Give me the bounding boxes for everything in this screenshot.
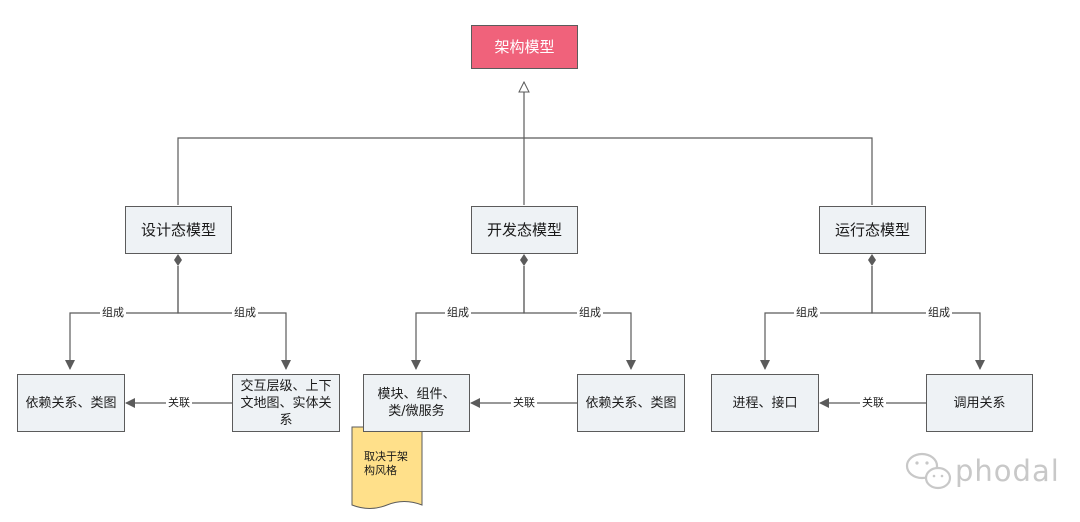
node-design-dependency[interactable]: 依赖关系、类图	[17, 374, 125, 432]
node-design-context[interactable]: 交互层级、上下文地图、实体关系	[232, 374, 340, 432]
inherit-edge-design	[177, 137, 524, 205]
node-dev-module[interactable]: 模块、组件、类/微服务	[363, 374, 470, 432]
node-run-call[interactable]: 调用关系	[926, 374, 1033, 432]
node-run-process[interactable]: 进程、接口	[711, 374, 819, 432]
edge-label-assoc: 关联	[511, 396, 537, 410]
root-node-architecture-model[interactable]: 架构模型	[471, 25, 578, 69]
note-shape	[351, 426, 423, 509]
design-diamond	[174, 254, 182, 266]
edge-label-compose: 组成	[445, 306, 471, 320]
runtime-diamond	[868, 254, 876, 266]
node-dev-model[interactable]: 开发态模型	[471, 206, 578, 254]
edge-label-compose: 组成	[794, 306, 820, 320]
node-runtime-model[interactable]: 运行态模型	[819, 206, 926, 254]
edge-label-compose: 组成	[100, 306, 126, 320]
node-design-model[interactable]: 设计态模型	[125, 206, 232, 254]
inherit-edge-runtime	[524, 137, 873, 205]
watermark-text: phodal	[955, 454, 1060, 488]
edge-label-compose: 组成	[926, 306, 952, 320]
edge-label-compose: 组成	[577, 306, 603, 320]
edge-label-compose: 组成	[232, 306, 258, 320]
node-dev-dependency[interactable]: 依赖关系、类图	[577, 374, 685, 432]
edge-label-assoc: 关联	[166, 396, 192, 410]
edge-label-assoc: 关联	[860, 396, 886, 410]
note-text: 取决于架构风格	[364, 450, 408, 477]
dev-diamond	[520, 254, 528, 266]
wechat-icon	[905, 452, 952, 490]
